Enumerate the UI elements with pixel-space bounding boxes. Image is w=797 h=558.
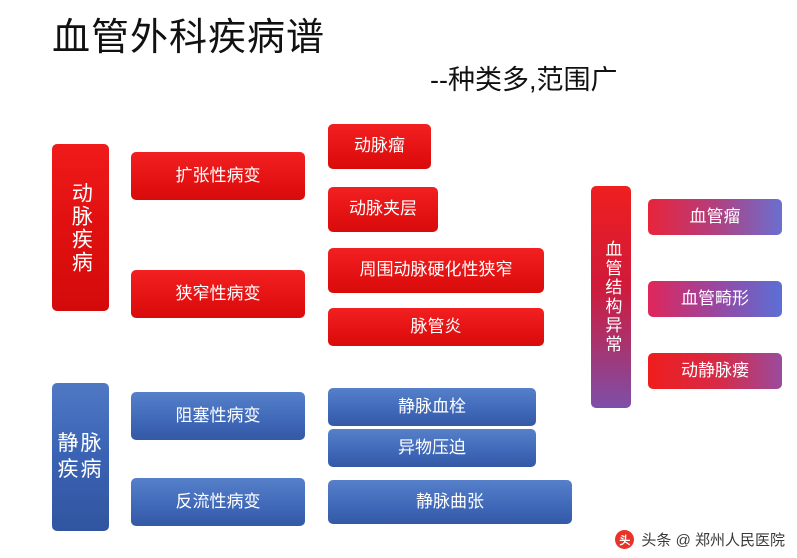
node-arterial-branch-dilative[interactable]: 扩张性病变 [131,152,305,200]
node-structural-root[interactable]: 血管结构异常 [591,186,631,408]
node-arterial-root[interactable]: 动脉疾病 [52,144,109,311]
toutiao-logo-icon: 头 [615,530,635,549]
node-venous-leaf-foreign-body-compression[interactable]: 异物压迫 [328,429,536,467]
node-venous-leaf-thrombosis[interactable]: 静脉血栓 [328,388,536,426]
node-venous-branch-reflux[interactable]: 反流性病变 [131,478,305,526]
page-title: 血管外科疾病谱 [52,17,326,59]
watermark-label: 头条 @ 郑州人民医院 [641,532,785,549]
watermark: 头 头条 @ 郑州人民医院 [615,529,785,550]
node-arterial-leaf-vasculitis[interactable]: 脉管炎 [328,308,544,346]
node-venous-branch-obstructive[interactable]: 阻塞性病变 [131,392,305,440]
node-arterial-branch-stenotic[interactable]: 狭窄性病变 [131,270,305,318]
node-arterial-leaf-peripheral-atherosclerosis[interactable]: 周围动脉硬化性狭窄 [328,248,544,293]
node-structural-leaf-malformation[interactable]: 血管畸形 [648,281,782,317]
node-venous-leaf-varicose[interactable]: 静脉曲张 [328,480,572,524]
page-subtitle: --种类多,范围广 [430,65,618,95]
node-arterial-leaf-dissection[interactable]: 动脉夹层 [328,187,438,232]
node-structural-leaf-av-fistula[interactable]: 动静脉瘘 [648,353,782,389]
node-structural-leaf-hemangioma[interactable]: 血管瘤 [648,199,782,235]
node-arterial-leaf-aneurysm[interactable]: 动脉瘤 [328,124,431,169]
node-venous-root[interactable]: 静脉疾病 [52,383,109,531]
